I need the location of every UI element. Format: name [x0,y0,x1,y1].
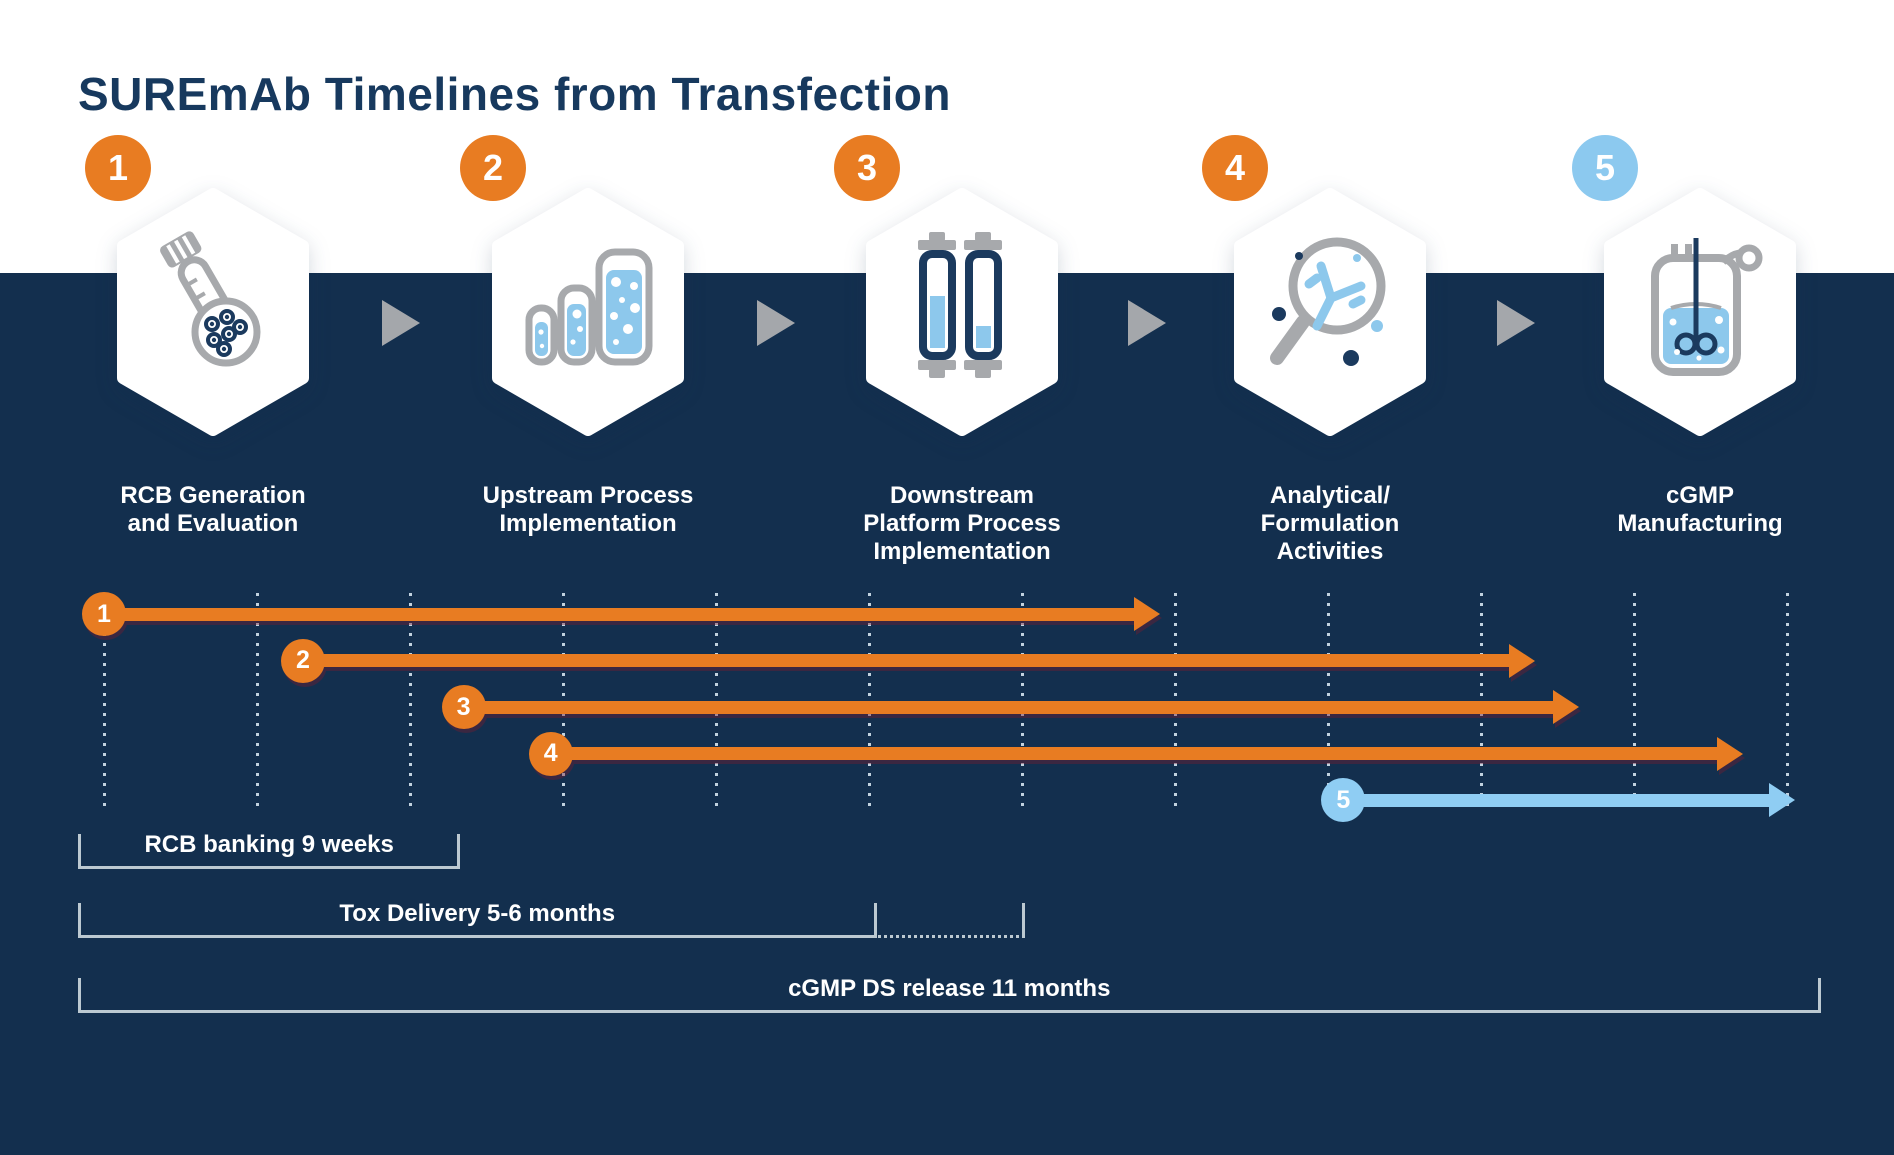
flow-arrow-icon [1497,300,1535,346]
month-gridline [255,593,259,807]
month-gridline [102,593,106,807]
bioreactor-vessels-icon [525,248,653,366]
arrowhead-icon [1552,690,1579,724]
month-gridline [867,593,871,807]
month-gridline [1326,593,1330,807]
step-number-badge: 2 [460,135,526,201]
flow-arrow-icon [1128,300,1166,346]
step-number-badge: 4 [1202,135,1268,201]
timeline-bar [104,607,1140,621]
arrowhead-icon [1133,597,1160,631]
duration-bracket: Tox Delivery 5-6 months [77,900,877,938]
month-gridline [561,593,565,807]
arrowhead-icon [1716,736,1743,771]
duration-bracket-dotted-extension [870,903,1025,938]
timeline-bar [302,654,1515,667]
month-gridline [1479,593,1483,807]
step-number-badge: 1 [85,135,151,201]
page-title: SUREmAb Timelines from Transfection [78,67,951,120]
stirred-tank-bioreactor-icon [1651,238,1763,376]
month-gridline [714,593,718,807]
duration-bracket-label: cGMP DS release 11 months [788,975,1111,1002]
magnifier-antibody-icon [1270,237,1386,366]
step-number-badge: 3 [834,135,900,201]
flow-arrow-icon [757,300,795,346]
arrowhead-icon [1768,783,1795,817]
timeline-bar-number-badge: 4 [528,731,573,776]
month-gridline [1632,593,1636,807]
timeline-bar-number-badge: 2 [280,638,325,683]
duration-bracket-label: Tox Delivery 5-6 months [339,900,616,927]
month-gridline [1173,593,1177,807]
duration-bracket-label: RCB banking 9 weeks [144,831,394,858]
month-gridline [1785,593,1789,807]
timeline-bar [463,700,1559,714]
hexagon-tile [866,188,1058,436]
cryovial-cells-icon [160,231,261,367]
chromatography-columns-icon [918,232,1002,378]
timeline-bar-number-badge: 5 [1321,778,1366,822]
duration-bracket: RCB banking 9 weeks [77,831,461,869]
timeline-bar [1343,793,1775,807]
arrowhead-icon [1508,643,1535,678]
month-gridline [408,593,412,807]
duration-bracket: cGMP DS release 11 months [77,975,1821,1013]
timeline-bar [550,747,1723,760]
month-gridline [1020,593,1024,807]
timeline-bar-number-badge: 1 [82,592,126,636]
timeline-bar-number-badge: 3 [441,685,486,729]
step-number-badge: 5 [1572,135,1638,201]
flow-arrow-icon [382,300,420,346]
step-column-rcb-generation: 1 R [63,130,363,610]
